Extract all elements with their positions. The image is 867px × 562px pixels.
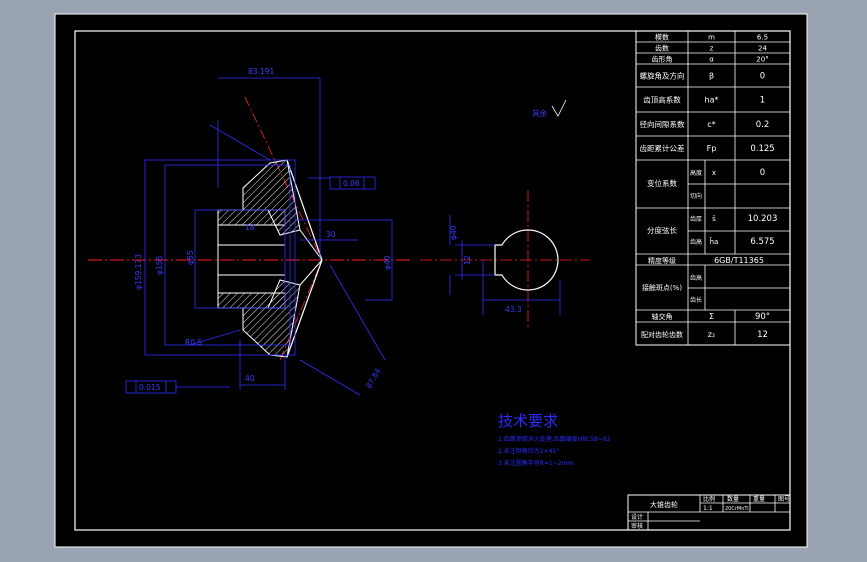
param-symbol: m (708, 34, 715, 42)
param-value: 0 (760, 72, 765, 82)
mate-label: 配对齿轮齿数 (641, 330, 683, 339)
param-symbol: α (709, 56, 714, 64)
contact-sub2: 齿长 (690, 296, 702, 304)
shaft-angle-label: 轴交角 (652, 312, 673, 321)
outer-dia-box (144, 159, 296, 356)
keyway-h-dim: 43.3 (505, 305, 522, 314)
requirements-title: 技术要求 (498, 412, 558, 430)
pitch-dia-box (164, 164, 291, 346)
roughness-symbol-icon (551, 99, 567, 117)
contact-label: 接触斑点(%) (642, 283, 682, 292)
face-cone-lower (286, 259, 323, 358)
param-label: 径向间隙系数 (640, 119, 685, 129)
param-value: 0.2 (756, 120, 770, 130)
param-value: 0.125 (750, 144, 774, 154)
lower-hub-section (217, 292, 286, 309)
mate-symbol: z₂ (708, 330, 715, 339)
cone-len-line (299, 359, 361, 396)
mate-value: 12 (757, 330, 768, 340)
shaft-angle-value: 90° (755, 312, 770, 322)
root-cone-lower (299, 259, 323, 286)
shift-label: 变位系数 (647, 178, 677, 188)
parameter-table-frame (635, 30, 791, 346)
contact-sub1: 齿高 (690, 274, 702, 282)
chord-sub2: 齿高 (690, 238, 702, 246)
param-value: 6.5 (757, 34, 768, 42)
keyway-bore-outline (494, 229, 559, 291)
chord-thickness-value: 10.203 (748, 214, 778, 224)
param-label: 螺旋角及方向 (640, 71, 685, 81)
flatness-callout-1: 0.06 (329, 176, 376, 190)
shift-sub2: 切向 (690, 192, 702, 200)
dim-fillet: R0.5 (185, 338, 202, 347)
chord-symbol-2: h̄a (709, 237, 718, 246)
param-label: 齿形角 (652, 55, 673, 64)
param-symbol: β (709, 72, 714, 81)
param-symbol: Fp (707, 144, 717, 153)
face-cone-upper (286, 159, 323, 261)
chord-height-value: 6.575 (750, 237, 774, 247)
title-part-name: 大锥齿轮 (650, 500, 678, 509)
param-label: 齿顶高系数 (643, 95, 681, 105)
param-label: 齿距累计公差 (640, 143, 685, 153)
chord-sub1: 齿厚 (690, 215, 702, 223)
title-material: 20CrMnTi (725, 506, 749, 512)
keyway-end-view: 43.3 12 φ40 (420, 190, 590, 330)
bore-dim-box (296, 219, 393, 301)
requirement-line-1: 1.齿面渗碳淬火处理,齿面硬度HRC58~62 (498, 435, 611, 443)
param-value: 20° (756, 56, 768, 64)
dim-hub-face: 30 (326, 230, 336, 239)
title-header-weight: 重量 (753, 495, 765, 503)
param-value: 24 (758, 45, 767, 53)
title-scale-value: 1:1 (703, 505, 713, 512)
flatness-value-1: 0.06 (343, 179, 360, 188)
fillet-leader (189, 329, 241, 346)
requirement-line-2: 2.未注倒角均为2×45° (498, 447, 559, 455)
cone-dim-line (209, 124, 271, 161)
param-value: 1 (760, 96, 765, 106)
hub-box (194, 209, 286, 309)
title-block: 大锥齿轮 比例 数量 重量 图号 1:1 20CrMnTi 设计 审核 (627, 494, 791, 531)
flatness-value-2: 0.015 (139, 383, 161, 392)
parameter-table: 模数 m 6.5 齿数 z 24 齿形角 α 20° 螺旋角及方向 β 0 齿顶高系数 ha* 1 径向间隙系… (635, 30, 791, 346)
dim-bore-dia: φ65 (186, 250, 195, 265)
title-header-scale: 比例 (703, 495, 715, 503)
title-role-design: 设计 (631, 513, 643, 521)
shift-value: 0 (760, 168, 765, 178)
chord-symbol: s̄ (712, 215, 716, 223)
param-label: 齿数 (655, 44, 669, 53)
dim-top-len: 83.191 (248, 67, 274, 76)
chord-label: 分度弦长 (647, 225, 677, 235)
shift-symbol: x (712, 169, 716, 177)
param-symbol: z (710, 45, 714, 53)
keyway-w-dim: 12 (463, 255, 472, 265)
title-block-frame (627, 494, 791, 531)
drawing-sheet (54, 13, 808, 548)
shift-sub1: 高度 (690, 169, 702, 177)
accuracy-label: 精度等级 (648, 256, 676, 265)
keyway-dia-dim: φ40 (449, 225, 458, 240)
flatness-callout-2: 0.015 (125, 380, 177, 394)
dim-mount: 18 (245, 223, 255, 232)
roughness-label: 其余 (532, 108, 547, 118)
param-label: 模数 (655, 33, 669, 42)
title-header-drawing-no: 图号 (778, 496, 790, 503)
dim-hub-dia: φ40 (383, 255, 392, 270)
title-role-review: 审核 (631, 522, 643, 530)
dim-bottom-len: 40 (245, 374, 255, 383)
title-header-qty: 数量 (727, 495, 739, 503)
dim-pitch-dia: φ156 (155, 256, 164, 275)
root-cone-upper (299, 229, 323, 261)
cone-len-ext (329, 264, 386, 361)
requirement-line-3: 3.未注圆角半径R=1~2mm (498, 459, 573, 467)
shaft-angle-symbol: Σ (709, 312, 714, 321)
gear-section-view: 83.191 87.84 φ159.173 φ156 φ65 φ40 40 18… (88, 67, 410, 396)
accuracy-value: 6GB/T11365 (714, 256, 764, 265)
param-symbol: c* (707, 120, 715, 129)
dim-outer-dia: φ159.173 (134, 254, 143, 290)
technical-requirements: 技术要求 1.齿面渗碳淬火处理,齿面硬度HRC58~62 2.未注倒角均为2×4… (498, 412, 611, 467)
param-symbol: ha* (705, 96, 719, 105)
roughness-note: 其余 (532, 99, 567, 118)
